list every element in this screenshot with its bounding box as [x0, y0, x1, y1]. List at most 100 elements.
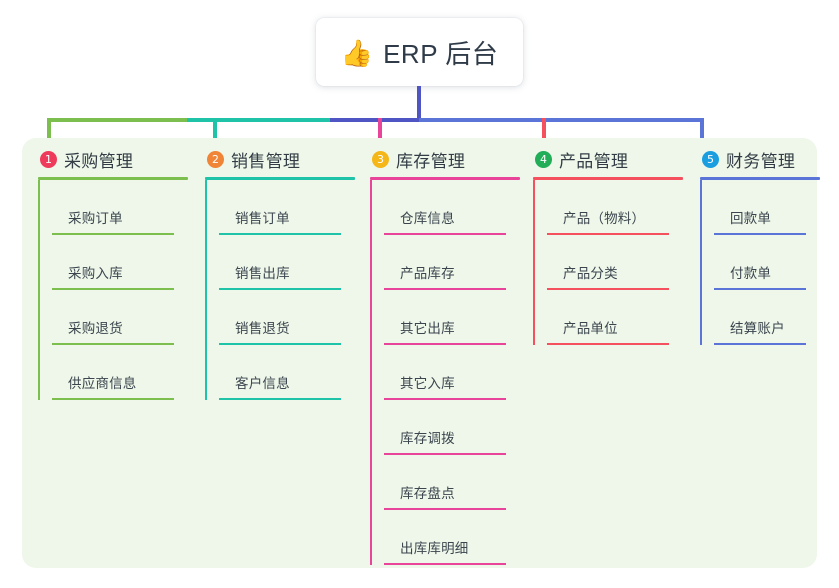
branch-item-rule	[384, 508, 506, 510]
root-node[interactable]: 👍 ERP 后台	[316, 18, 523, 86]
branch-item[interactable]: 采购入库	[52, 235, 188, 290]
branch-item-label: 回款单	[730, 211, 772, 226]
branch-column: 5 财务管理回款单付款单结算账户	[700, 146, 820, 345]
branch-item[interactable]: 结算账户	[714, 290, 820, 345]
branch-title: 财务管理	[726, 151, 796, 171]
thumbs-up-icon: 👍	[340, 38, 374, 68]
root-title: ERP 后台	[383, 38, 499, 69]
branch-item-rule	[219, 288, 341, 290]
branch-item[interactable]: 库存盘点	[384, 455, 520, 510]
branch-spine	[533, 180, 535, 345]
branch-item-label: 结算账户	[730, 321, 785, 336]
branch-item-rule	[714, 343, 806, 345]
branch-spine	[700, 180, 702, 345]
branch-item-label: 产品（物料）	[563, 211, 646, 226]
branch-item-rule	[547, 343, 669, 345]
branch-item-label: 采购退货	[68, 321, 123, 336]
branch-header[interactable]: 1 采购管理	[38, 146, 188, 172]
branch-items: 销售订单销售出库销售退货客户信息	[205, 180, 355, 400]
branch-item-label: 其它出库	[400, 321, 455, 336]
branch-item-label: 销售出库	[235, 266, 290, 281]
branch-column: 3 库存管理仓库信息产品库存其它出库其它入库库存调拨库存盘点出库库明细	[370, 146, 520, 565]
branch-spine	[370, 180, 372, 565]
branch-item[interactable]: 出库库明细	[384, 510, 520, 565]
branch-item-rule	[384, 563, 506, 565]
branch-item-label: 采购入库	[68, 266, 123, 281]
branch-item-label: 出库库明细	[400, 541, 469, 556]
branch-number-badge: 2	[207, 150, 224, 168]
branch-item[interactable]: 客户信息	[219, 345, 355, 400]
branch-header-rule	[533, 177, 683, 180]
branch-number-badge: 5	[702, 150, 719, 168]
branch-items: 采购订单采购入库采购退货供应商信息	[38, 180, 188, 400]
branch-item-label: 供应商信息	[68, 376, 137, 391]
branch-item[interactable]: 销售订单	[219, 180, 355, 235]
bus-segment	[330, 118, 419, 122]
branch-item[interactable]: 仓库信息	[384, 180, 520, 235]
branch-item-rule	[219, 233, 341, 235]
branch-item-label: 销售订单	[235, 211, 290, 226]
branch-item[interactable]: 其它出库	[384, 290, 520, 345]
branch-title: 产品管理	[559, 151, 629, 171]
branch-drop-connector	[47, 118, 51, 152]
branch-item-label: 产品单位	[563, 321, 618, 336]
branch-item-label: 其它入库	[400, 376, 455, 391]
branch-drop-connector	[378, 118, 382, 152]
branch-item-rule	[52, 343, 174, 345]
branch-item-label: 采购订单	[68, 211, 123, 226]
branch-title: 库存管理	[396, 151, 466, 171]
branch-number-badge: 3	[372, 150, 389, 168]
branch-item[interactable]: 库存调拨	[384, 400, 520, 455]
branch-header-rule	[370, 177, 520, 180]
branch-item-rule	[384, 453, 506, 455]
branch-item-rule	[547, 288, 669, 290]
branch-item-label: 库存调拨	[400, 431, 455, 446]
branch-item-rule	[219, 343, 341, 345]
branch-item-rule	[52, 233, 174, 235]
bus-segment	[419, 118, 704, 122]
branch-drop-connector	[542, 118, 546, 152]
branch-item[interactable]: 采购退货	[52, 290, 188, 345]
branch-item[interactable]: 回款单	[714, 180, 820, 235]
branch-column: 2 销售管理销售订单销售出库销售退货客户信息	[205, 146, 355, 400]
branch-item[interactable]: 产品库存	[384, 235, 520, 290]
branch-drop-connector	[700, 118, 704, 152]
branch-header[interactable]: 3 库存管理	[370, 146, 520, 172]
branch-item-rule	[714, 288, 806, 290]
branch-column: 1 采购管理采购订单采购入库采购退货供应商信息	[38, 146, 188, 400]
branch-item-label: 销售退货	[235, 321, 290, 336]
branch-item[interactable]: 产品（物料）	[547, 180, 683, 235]
branch-item-label: 仓库信息	[400, 211, 455, 226]
bus-segment	[187, 118, 330, 122]
branch-item[interactable]: 销售退货	[219, 290, 355, 345]
branch-header[interactable]: 4 产品管理	[533, 146, 683, 172]
root-stem-connector	[417, 86, 421, 122]
branch-item[interactable]: 采购订单	[52, 180, 188, 235]
branch-item-rule	[384, 288, 506, 290]
branch-item[interactable]: 供应商信息	[52, 345, 188, 400]
branch-item[interactable]: 销售出库	[219, 235, 355, 290]
branch-number-badge: 4	[535, 150, 552, 168]
branch-item[interactable]: 其它入库	[384, 345, 520, 400]
diagram-panel	[22, 138, 817, 568]
branch-spine	[38, 180, 40, 400]
branch-header[interactable]: 5 财务管理	[700, 146, 820, 172]
branch-number-badge: 1	[40, 150, 57, 168]
branch-drop-connector	[213, 118, 217, 152]
branch-item-rule	[714, 233, 806, 235]
branch-item[interactable]: 产品分类	[547, 235, 683, 290]
branch-item-label: 库存盘点	[400, 486, 455, 501]
branch-item-rule	[52, 288, 174, 290]
branch-title: 采购管理	[64, 151, 134, 171]
branch-header-rule	[700, 177, 820, 180]
branch-item-rule	[384, 233, 506, 235]
branch-title: 销售管理	[231, 151, 301, 171]
branch-item-rule	[384, 343, 506, 345]
branch-header[interactable]: 2 销售管理	[205, 146, 355, 172]
bus-segment	[47, 118, 187, 122]
branch-item-rule	[219, 398, 341, 400]
branch-item[interactable]: 付款单	[714, 235, 820, 290]
branch-header-rule	[205, 177, 355, 180]
branch-item-label: 客户信息	[235, 376, 290, 391]
branch-item[interactable]: 产品单位	[547, 290, 683, 345]
